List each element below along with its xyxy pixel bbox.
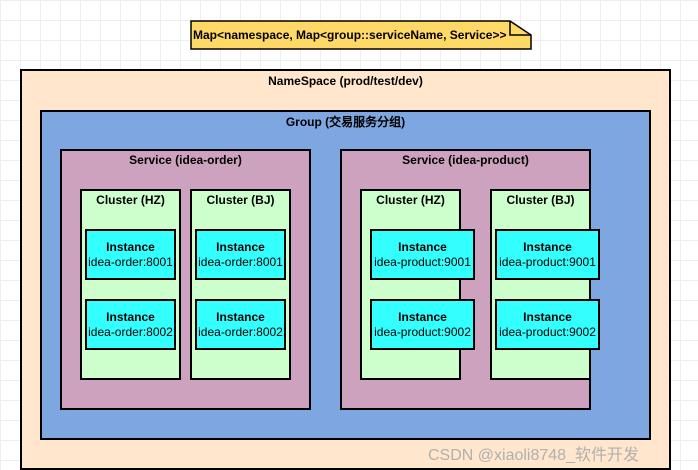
instance-title: Instance (398, 309, 447, 324)
instance-address: idea-product:9002 (374, 324, 471, 339)
watermark-text: CSDN @xiaoli8748_软件开发 (428, 447, 639, 464)
instance-title: Instance (106, 309, 155, 324)
instance-address: idea-order:8001 (198, 254, 283, 269)
instance-title: Instance (523, 239, 572, 254)
note-shape (190, 20, 532, 50)
cluster-box-product-bj: Cluster (BJ) (490, 189, 591, 380)
cluster-title: Cluster (HZ) (96, 193, 165, 207)
instance-box: Instance idea-product:9002 (370, 299, 475, 350)
cluster-title: Cluster (HZ) (376, 193, 445, 207)
cluster-box-order-hz: Cluster (HZ) (80, 189, 181, 380)
instance-title: Instance (216, 309, 265, 324)
note-map-structure: Map<namespace, Map<group::serviceName, S… (190, 20, 532, 50)
instance-box: Instance idea-order:8002 (195, 299, 286, 350)
instance-box: Instance idea-order:8001 (195, 229, 286, 280)
cluster-box-order-bj: Cluster (BJ) (190, 189, 291, 380)
instance-title: Instance (398, 239, 447, 254)
instance-address: idea-order:8002 (198, 324, 283, 339)
namespace-title: NameSpace (prod/test/dev) (268, 74, 423, 88)
instance-address: idea-order:8001 (88, 254, 173, 269)
instance-title: Instance (216, 239, 265, 254)
instance-address: idea-order:8002 (88, 324, 173, 339)
service-title: Service (idea-order) (129, 153, 242, 167)
instance-box: Instance idea-product:9002 (495, 299, 600, 350)
group-title: Group (交易服务分组) (285, 115, 406, 129)
instance-title: Instance (106, 239, 155, 254)
cluster-title: Cluster (BJ) (206, 193, 275, 207)
instance-box: Instance idea-product:9001 (495, 229, 600, 280)
service-title: Service (idea-product) (402, 153, 529, 167)
instance-box: Instance idea-order:8002 (85, 299, 176, 350)
instance-box: Instance idea-product:9001 (370, 229, 475, 280)
cluster-box-product-hz: Cluster (HZ) (360, 189, 461, 380)
instance-address: idea-product:9001 (499, 254, 596, 269)
instance-title: Instance (523, 309, 572, 324)
cluster-title: Cluster (BJ) (506, 193, 575, 207)
note-text: Map<namespace, Map<group::serviceName, S… (193, 28, 507, 42)
instance-address: idea-product:9001 (374, 254, 471, 269)
instance-box: Instance idea-order:8001 (85, 229, 176, 280)
instance-address: idea-product:9002 (499, 324, 596, 339)
